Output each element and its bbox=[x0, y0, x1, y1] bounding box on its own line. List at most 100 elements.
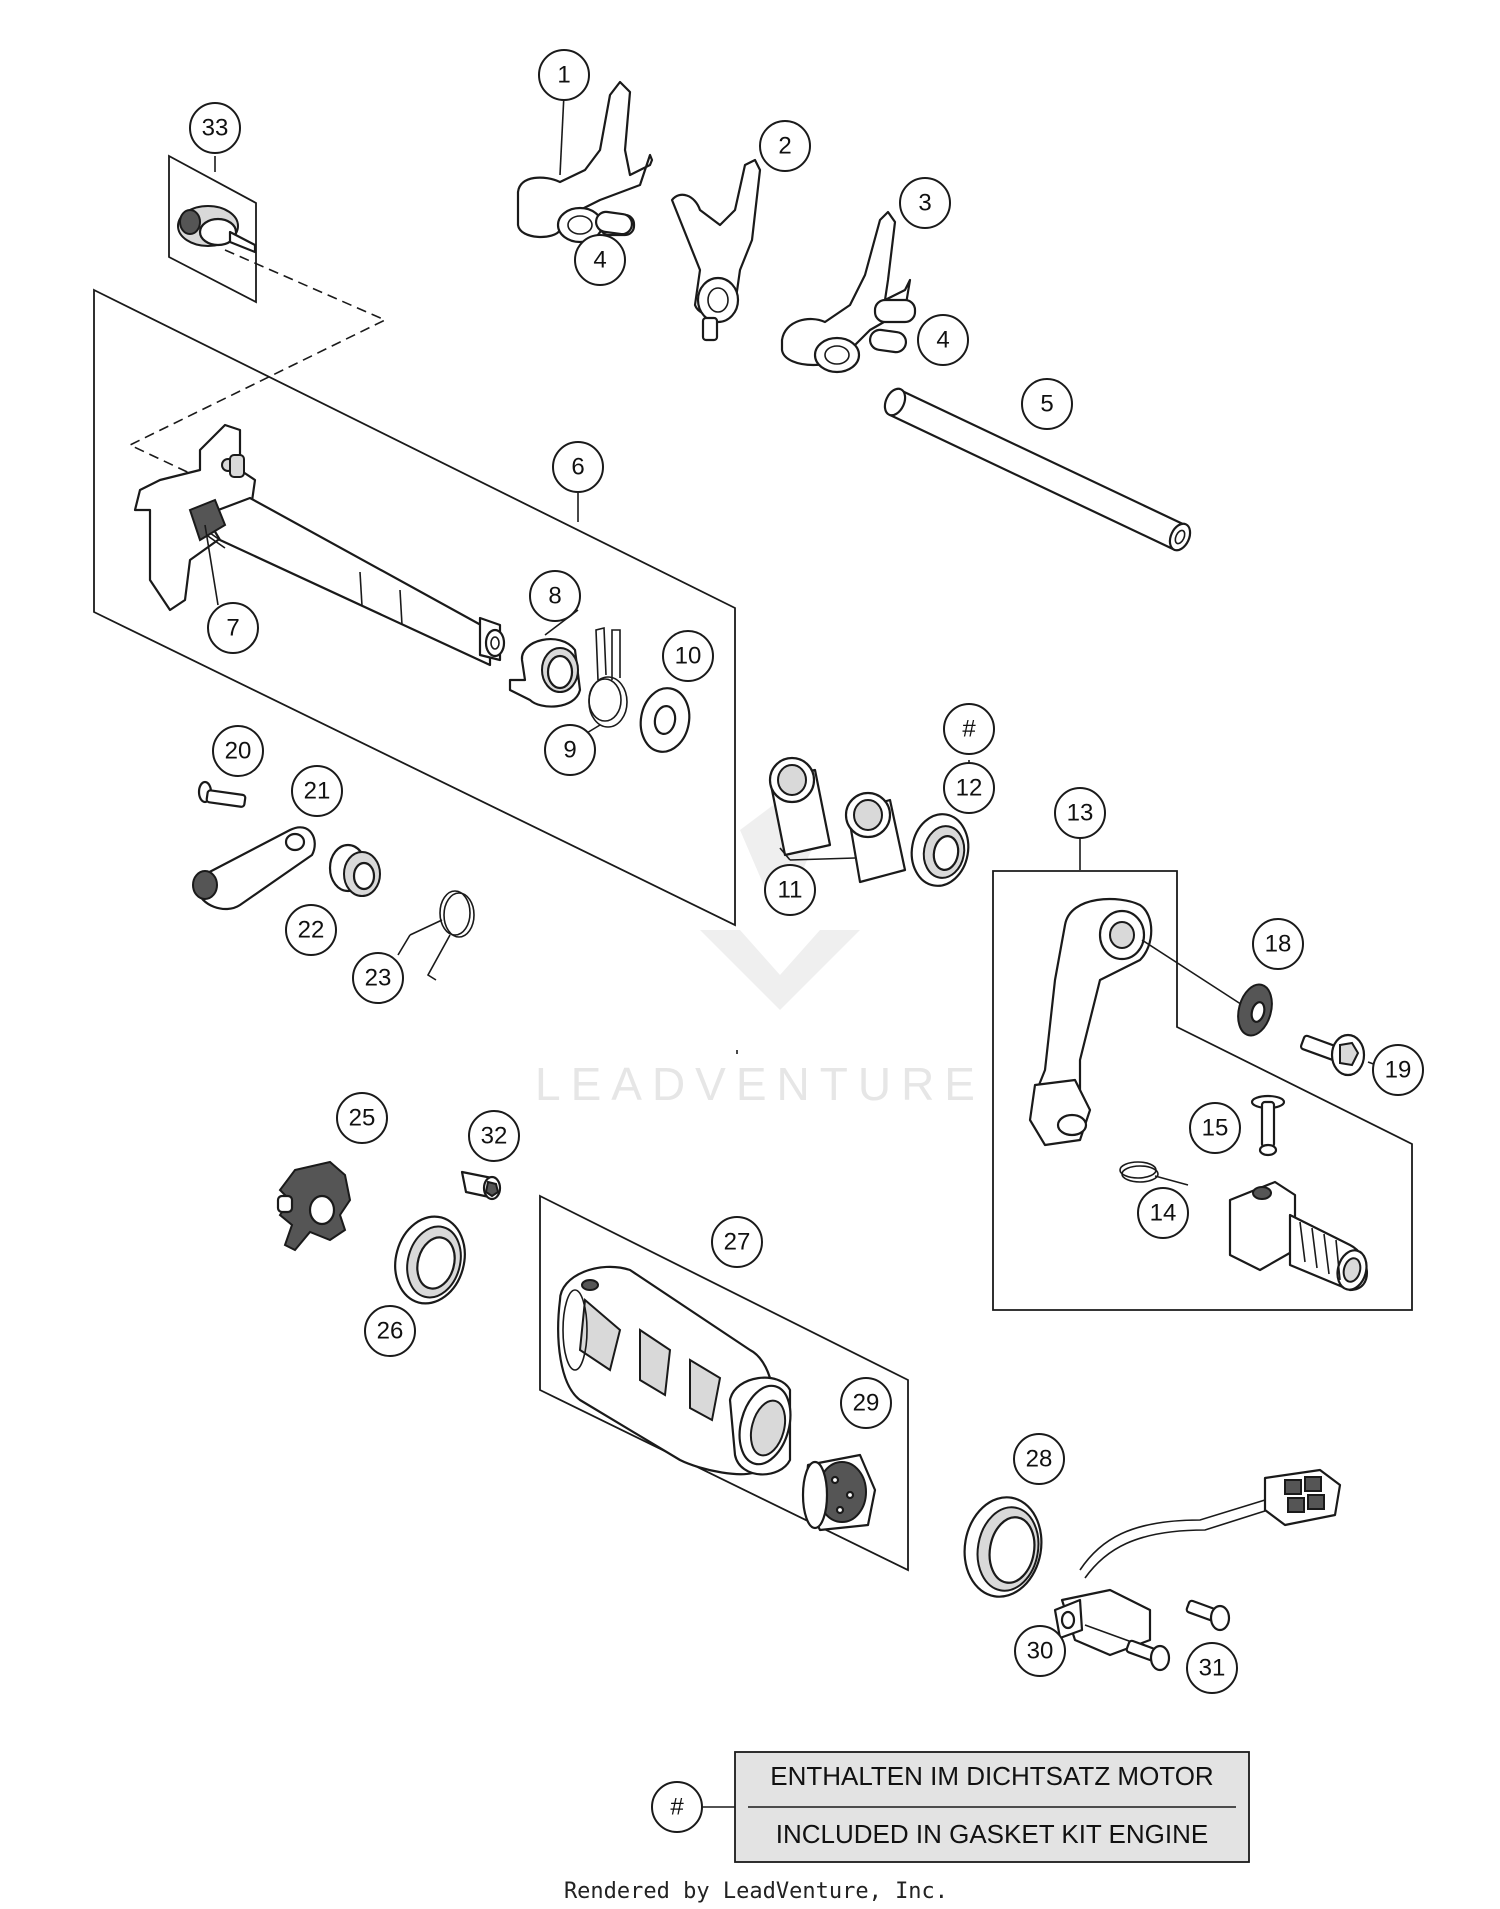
callout-4a: 4 bbox=[574, 234, 626, 286]
footer-credit: Rendered by LeadVenture, Inc. bbox=[564, 1879, 948, 1904]
callout-15: 15 bbox=[1189, 1102, 1241, 1154]
lever-axis-line bbox=[1141, 939, 1251, 1011]
frame-shift-drum bbox=[539, 1194, 909, 1572]
shift-fork-3 bbox=[780, 210, 917, 374]
svg-text:14: 14 bbox=[1150, 1200, 1177, 1227]
screw-31a bbox=[1125, 1639, 1171, 1672]
shift-lever-13 bbox=[1028, 897, 1153, 1147]
svg-text:22: 22 bbox=[298, 917, 325, 944]
svg-text:2: 2 bbox=[778, 133, 791, 160]
svg-text:28: 28 bbox=[1026, 1446, 1053, 1473]
svg-text:21: 21 bbox=[304, 778, 331, 805]
callout-2: 2 bbox=[759, 120, 811, 172]
callout-20: 20 bbox=[212, 725, 264, 777]
bushing-8 bbox=[508, 638, 582, 708]
svg-text:30: 30 bbox=[1027, 1638, 1054, 1665]
seal-28 bbox=[963, 1496, 1043, 1598]
svg-text:#: # bbox=[670, 1794, 684, 1821]
callout-26: 26 bbox=[364, 1305, 416, 1357]
callout-8: 8 bbox=[529, 570, 581, 622]
callout-29: 29 bbox=[840, 1377, 892, 1429]
svg-text:1: 1 bbox=[557, 62, 570, 89]
part-33-plug bbox=[177, 205, 257, 254]
legend: # ENTHALTEN IM DICHTSATZ MOTOR INCLUDED … bbox=[651, 1751, 1250, 1863]
screw-19 bbox=[1299, 1033, 1366, 1077]
svg-text:32: 32 bbox=[481, 1123, 508, 1150]
seal-26 bbox=[394, 1215, 466, 1305]
shift-drum-cover-29 bbox=[801, 1453, 877, 1532]
spring-9 bbox=[588, 626, 628, 728]
svg-text:23: 23 bbox=[365, 965, 392, 992]
callout-33: 33 bbox=[189, 102, 241, 154]
callout-12: 12 bbox=[943, 762, 995, 814]
callout-21: 21 bbox=[291, 765, 343, 817]
screw-32 bbox=[460, 1170, 502, 1201]
needle-bearing-11a bbox=[768, 756, 832, 857]
seal-12 bbox=[910, 813, 970, 887]
svg-text:#: # bbox=[962, 716, 976, 743]
legend-symbol: # bbox=[651, 1781, 703, 1833]
callout-9: 9 bbox=[544, 724, 596, 776]
watermark-text: LEADVENTURE bbox=[535, 1058, 985, 1110]
callout-19: 19 bbox=[1372, 1044, 1424, 1096]
svg-text:26: 26 bbox=[377, 1318, 404, 1345]
fork-pin-b bbox=[868, 328, 908, 354]
dashed-link-33 bbox=[128, 249, 387, 479]
callout-10: 10 bbox=[662, 630, 714, 682]
svg-text:29: 29 bbox=[853, 1390, 880, 1417]
needle-bearing-11b bbox=[844, 791, 907, 884]
callout-5: 5 bbox=[1021, 378, 1073, 430]
callout-23: 23 bbox=[352, 952, 404, 1004]
legend-line-en: INCLUDED IN GASKET KIT ENGINE bbox=[776, 1819, 1208, 1849]
svg-text:27: 27 bbox=[724, 1229, 751, 1256]
gear-sensor-30 bbox=[1053, 1468, 1342, 1657]
callout-18: 18 bbox=[1252, 918, 1304, 970]
callout-7: 7 bbox=[207, 602, 259, 654]
svg-text:6: 6 bbox=[571, 454, 584, 481]
legend-line-de: ENTHALTEN IM DICHTSATZ MOTOR bbox=[770, 1761, 1213, 1791]
callout-14: 14 bbox=[1137, 1187, 1189, 1239]
callout-22: 22 bbox=[285, 904, 337, 956]
shift-shaft bbox=[133, 423, 506, 667]
callout-3: 3 bbox=[899, 177, 951, 229]
shift-fork-2 bbox=[670, 158, 762, 342]
group-frames bbox=[93, 154, 1413, 1572]
svg-text:31: 31 bbox=[1199, 1655, 1226, 1682]
frame-shift-lever bbox=[992, 870, 1413, 1311]
callout-6: 6 bbox=[552, 441, 604, 493]
leadventure-watermark: LEADVENTURE bbox=[535, 800, 985, 1110]
shift-tip-rubber bbox=[1228, 1180, 1368, 1292]
frame-shift-shaft bbox=[93, 288, 736, 927]
lever-21 bbox=[192, 826, 316, 911]
washer-18 bbox=[1237, 983, 1273, 1037]
svg-text:9: 9 bbox=[563, 737, 576, 764]
svg-text:11: 11 bbox=[778, 877, 803, 904]
shift-fork-1 bbox=[516, 80, 654, 244]
shift-rail bbox=[883, 387, 1192, 552]
svg-text:33: 33 bbox=[202, 115, 229, 142]
svg-text:12: 12 bbox=[956, 775, 983, 802]
callout-11: 11 bbox=[764, 864, 816, 916]
svg-text:19: 19 bbox=[1385, 1057, 1412, 1084]
svg-text:13: 13 bbox=[1067, 800, 1094, 827]
callout-12-hash: # bbox=[943, 703, 995, 755]
callout-27: 27 bbox=[711, 1216, 763, 1268]
svg-text:3: 3 bbox=[918, 190, 931, 217]
callout-1: 1 bbox=[538, 49, 590, 101]
shift-star-25 bbox=[276, 1160, 352, 1252]
bush-22 bbox=[328, 843, 381, 897]
svg-text:18: 18 bbox=[1265, 931, 1292, 958]
shift-drum-27 bbox=[557, 1265, 792, 1476]
svg-text:4: 4 bbox=[593, 247, 606, 274]
callout-25: 25 bbox=[336, 1092, 388, 1144]
svg-text:4: 4 bbox=[936, 327, 949, 354]
svg-text:15: 15 bbox=[1202, 1115, 1229, 1142]
svg-text:10: 10 bbox=[675, 643, 702, 670]
callout-4b: 4 bbox=[917, 314, 969, 366]
callout-30: 30 bbox=[1014, 1625, 1066, 1677]
spring-23 bbox=[397, 890, 475, 981]
svg-text:5: 5 bbox=[1040, 391, 1053, 418]
callout-28: 28 bbox=[1013, 1433, 1065, 1485]
fork-pin-a bbox=[594, 210, 634, 236]
